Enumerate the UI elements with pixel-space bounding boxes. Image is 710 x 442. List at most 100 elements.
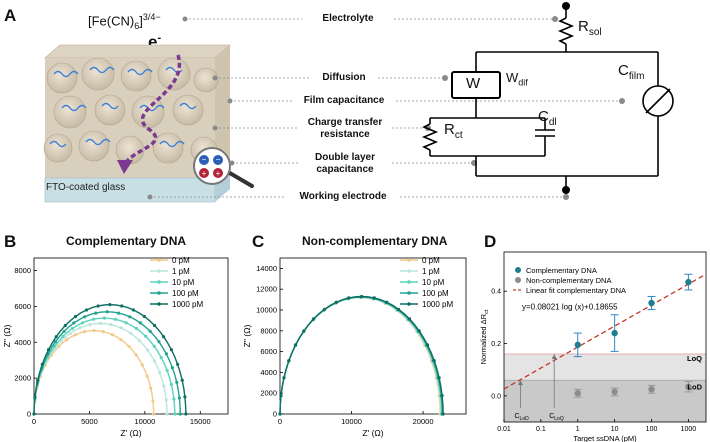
cation-dot [213, 168, 223, 178]
data-point [91, 317, 95, 321]
redox-couple-label: [Fe(CN)6]3/4− [88, 12, 161, 31]
data-point [128, 315, 132, 319]
y-tick-label: 0.4 [491, 289, 501, 296]
label-film-capacitance: Film capacitance [303, 95, 385, 106]
data-point [151, 399, 155, 403]
data-point [372, 296, 376, 300]
electron-sup: - [157, 32, 162, 44]
data-point [164, 352, 168, 356]
data-point [440, 394, 444, 398]
data-point [72, 321, 76, 325]
data-point [94, 311, 98, 315]
rct-sub: ct [454, 130, 463, 141]
legend-marker [407, 302, 411, 306]
label-ct-line2: resistance [320, 129, 370, 140]
x-tick-label: 0 [278, 417, 282, 426]
y-tick-label: 8000 [14, 266, 31, 275]
data-point [287, 359, 291, 363]
data-point [278, 412, 282, 416]
legend-label: 100 pM [172, 289, 199, 298]
data-point [83, 315, 87, 319]
legend-marker [157, 258, 161, 262]
cloq-base: C [549, 413, 554, 420]
film-top-face [44, 44, 231, 59]
data-point [119, 326, 123, 330]
data-point [88, 323, 92, 327]
loq-band [504, 354, 706, 381]
svg-text:+: + [202, 169, 207, 178]
x-tick-label: 1000 [681, 426, 697, 433]
redox-sup: 3/4− [142, 12, 161, 22]
fto-glass [44, 177, 216, 203]
x-tick-label: 0.01 [497, 426, 511, 433]
data-point [127, 344, 131, 349]
data-point [84, 308, 89, 312]
label-dl-line2: capacitance [316, 164, 374, 175]
data-point [685, 383, 692, 390]
y-tick-label: 4000 [260, 368, 277, 377]
data-point [574, 390, 581, 397]
data-point [98, 321, 103, 325]
panel-c-title: Non-complementary DNA [302, 234, 448, 248]
data-point [78, 326, 82, 330]
data-point [109, 323, 113, 327]
data-point [159, 356, 163, 360]
plot-frame [279, 257, 467, 415]
data-point [157, 340, 161, 344]
fit-equation: y=0.08021 log (x)+0.18655 [522, 303, 618, 312]
clod-base: C [514, 413, 519, 420]
svg-text:+: + [216, 169, 221, 178]
data-point [110, 333, 114, 337]
data-point [63, 323, 67, 328]
data-point [70, 326, 74, 331]
data-point [54, 335, 58, 339]
electron-base: e [148, 32, 158, 52]
wdif-sub: dif [518, 77, 528, 88]
panel-c-letter: C [252, 232, 265, 251]
film-pores [43, 57, 219, 165]
x-tick-label: 10 [611, 426, 619, 433]
data-point [347, 296, 351, 300]
data-point [648, 386, 655, 393]
leader-lines [150, 18, 622, 198]
svg-text:−: − [202, 155, 207, 164]
legend-label: 1 pM [172, 267, 190, 276]
cdl-base: C [538, 108, 549, 125]
series-line [279, 296, 442, 415]
data-point [105, 310, 109, 314]
legend-marker [515, 267, 521, 273]
lod-band [504, 380, 706, 422]
x-tick-label: 0 [32, 417, 36, 426]
data-point [53, 340, 58, 344]
y-axis-label: Z'' (Ω) [242, 324, 252, 347]
legend-label: 0 pM [422, 256, 440, 265]
label-electrolyte: Electrolyte [322, 13, 374, 24]
data-point [40, 362, 44, 366]
data-point [138, 339, 142, 343]
data-point [282, 376, 286, 380]
data-point [180, 378, 184, 382]
rsol-label: Rsol [578, 18, 602, 38]
label-diffusion: Diffusion [322, 72, 366, 83]
cloq-label: CLoQ [549, 413, 564, 422]
y-tick-label: 0.0 [491, 393, 501, 400]
data-point [124, 321, 128, 325]
legend-marker [407, 291, 411, 295]
data-point [169, 382, 173, 386]
legend-marker [407, 280, 411, 284]
y-tick-label: 10000 [256, 306, 277, 315]
data-point [119, 338, 123, 342]
y-tick-label: 6000 [14, 302, 31, 311]
data-point [177, 396, 181, 400]
data-point [142, 314, 146, 319]
electron-path [123, 54, 182, 166]
rsol-sub: sol [588, 27, 602, 38]
data-point [149, 386, 153, 390]
x-tick-label: 0.1 [536, 426, 546, 433]
data-point [96, 304, 100, 308]
magnifier-lens [193, 147, 231, 185]
data-point [360, 294, 364, 299]
y-axis-label: Z'' (Ω) [2, 324, 12, 347]
legend-label: 100 pM [422, 289, 449, 298]
fit-line [503, 273, 707, 390]
